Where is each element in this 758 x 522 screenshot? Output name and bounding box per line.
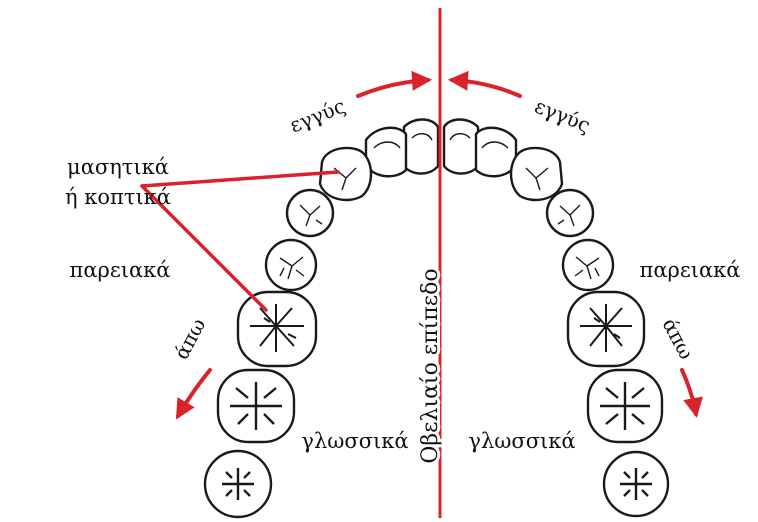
tooth-right-third-molar xyxy=(604,452,668,516)
tooth-left-first-premolar xyxy=(287,190,333,236)
buccal-label-left: παρειακά xyxy=(70,258,171,282)
tooth-right-canine xyxy=(511,148,562,200)
tooth-right-lateral-incisor xyxy=(476,128,516,177)
mesial-label-left: εγγύς xyxy=(286,94,348,138)
tooth-right-first-premolar xyxy=(547,190,593,236)
tooth-left-second-premolar xyxy=(266,240,316,290)
distal-arrow-right xyxy=(682,370,696,414)
tooth-left-lateral-incisor xyxy=(366,128,406,177)
buccal-label-right: παρειακά xyxy=(640,258,741,282)
mesial-arrow-left xyxy=(358,80,428,96)
mesial-label-right: εγγύς xyxy=(531,94,593,138)
lingual-label-left: γλωσσικά xyxy=(301,429,408,453)
tooth-right-second-molar xyxy=(588,370,662,442)
distal-label-right: άπω xyxy=(657,314,698,363)
midline-label: Οβελιαίο επίπεδο xyxy=(418,268,443,463)
tooth-left-central-incisor xyxy=(404,120,438,174)
distal-arrow-left xyxy=(178,370,210,416)
tooth-right-second-premolar xyxy=(563,240,613,290)
tooth-left-first-molar xyxy=(238,292,316,366)
lingual-label-right: γλωσσικά xyxy=(468,429,575,453)
occlusal-label-line2: ή κοπτικά xyxy=(65,185,171,209)
tooth-right-central-incisor xyxy=(444,120,478,174)
right-arch xyxy=(444,120,668,517)
tooth-right-first-molar xyxy=(568,292,644,366)
pointer-to-canine xyxy=(142,172,338,186)
tooth-left-second-molar xyxy=(218,370,294,442)
tooth-left-third-molar xyxy=(205,451,271,517)
mesial-arrow-right xyxy=(452,80,520,96)
distal-label-left: άπω xyxy=(169,314,210,363)
occlusal-label-line1: μασητικά xyxy=(67,155,169,179)
